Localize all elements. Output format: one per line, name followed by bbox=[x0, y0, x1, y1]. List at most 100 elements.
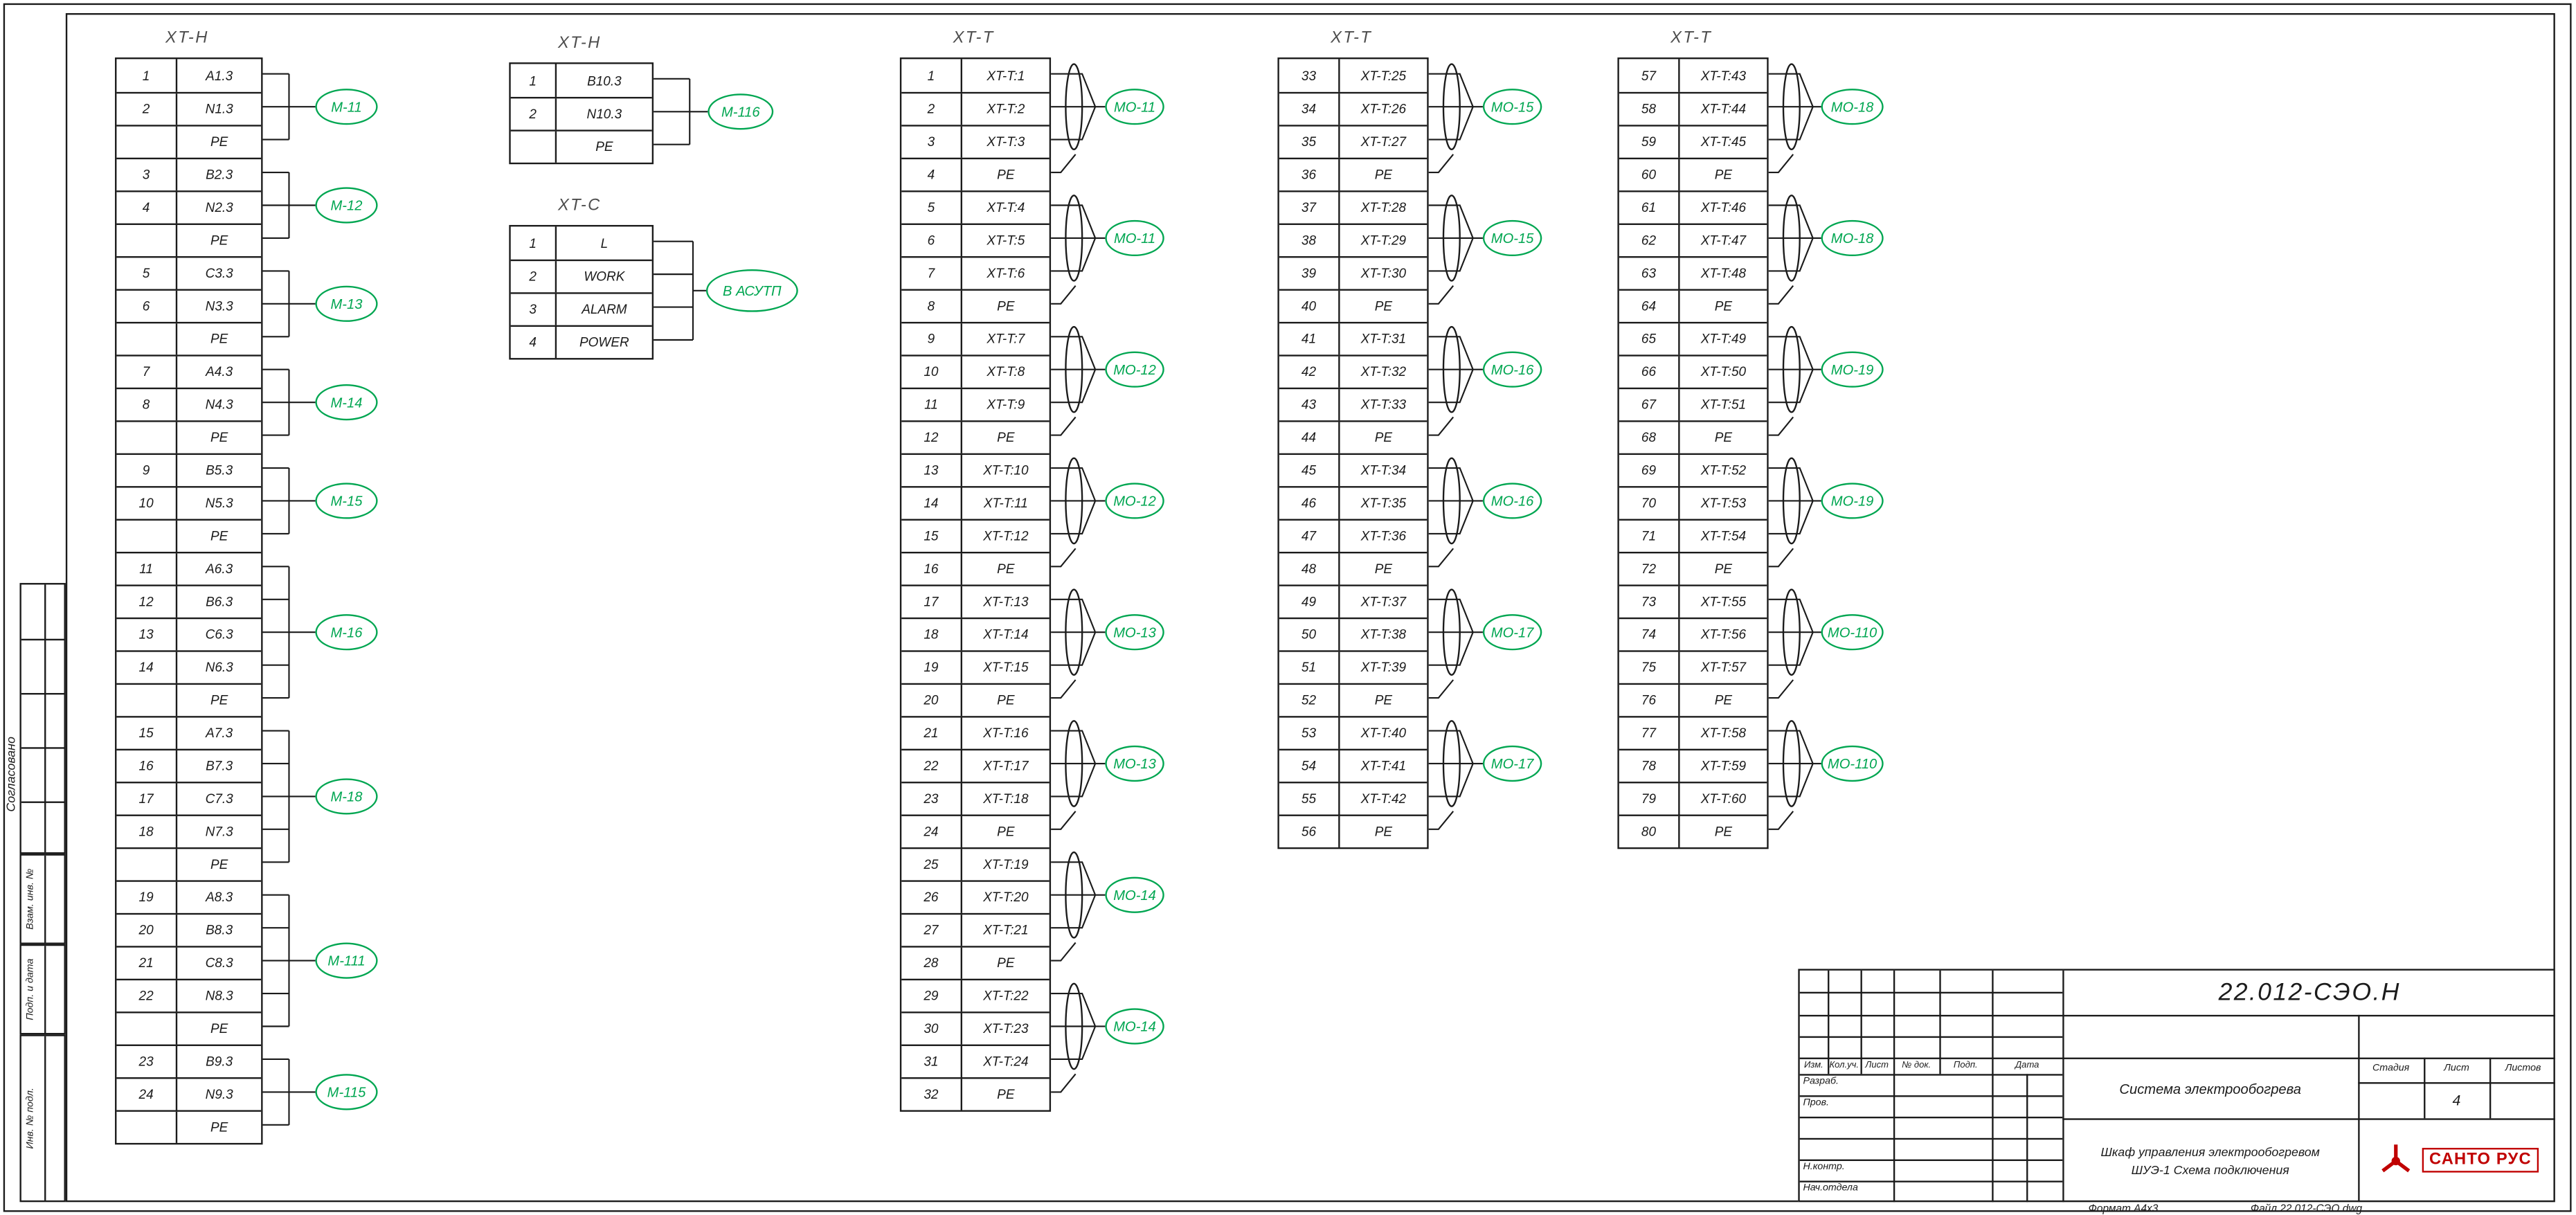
wire bbox=[1051, 1026, 1097, 1061]
terminal-label: XT-T:11 bbox=[983, 496, 1028, 511]
terminal-row: PE bbox=[116, 1110, 262, 1143]
role-nkontr: Н.контр. bbox=[1803, 1162, 1845, 1173]
terminal-label: C6.3 bbox=[205, 627, 233, 642]
device-tag: МО-16 bbox=[1482, 351, 1542, 388]
terminal-number: 2 bbox=[116, 93, 178, 125]
terminal-block-title: XT-T bbox=[1331, 29, 1373, 48]
wire bbox=[1051, 154, 1077, 174]
wire bbox=[1428, 548, 1454, 568]
terminal-label: C3.3 bbox=[205, 266, 233, 281]
terminal-label: XT-T:26 bbox=[1360, 102, 1407, 117]
wire bbox=[1768, 237, 1814, 272]
wire bbox=[1768, 336, 1814, 370]
col-ndok: № док. bbox=[1902, 1061, 1931, 1071]
terminal-label: B10.3 bbox=[587, 73, 622, 88]
cable-marker bbox=[1442, 588, 1461, 676]
terminal-label: PE bbox=[1374, 430, 1393, 445]
terminal-label: N3.3 bbox=[205, 298, 233, 314]
terminal-label: PE bbox=[210, 692, 228, 708]
wire bbox=[1051, 501, 1097, 534]
terminal-number: 39 bbox=[1279, 258, 1340, 289]
terminal-number: 54 bbox=[1279, 750, 1340, 782]
device-tag: М-115 bbox=[315, 1074, 378, 1110]
terminal-number: 61 bbox=[1619, 192, 1680, 224]
terminal-row: 4 POWER bbox=[510, 325, 652, 359]
device-tag: М-18 bbox=[315, 778, 378, 815]
terminal-label: XT-T:45 bbox=[1700, 134, 1747, 150]
format-note: Формат А4х3 bbox=[2088, 1203, 2159, 1215]
terminal-number: 4 bbox=[511, 327, 557, 359]
terminal-label: XT-T:4 bbox=[987, 200, 1025, 215]
device-tag: М-12 bbox=[315, 187, 378, 224]
wire bbox=[1768, 763, 1814, 798]
wire bbox=[1051, 369, 1097, 404]
wire bbox=[1768, 416, 1794, 436]
terminal-number: 15 bbox=[901, 520, 962, 552]
terminal-number: 27 bbox=[901, 915, 962, 946]
terminal-label: XT-T:18 bbox=[983, 791, 1029, 807]
terminal-number: 2 bbox=[511, 261, 557, 293]
wire bbox=[1428, 154, 1454, 174]
terminal-label: N5.3 bbox=[205, 496, 233, 511]
wire bbox=[1428, 501, 1474, 534]
wire bbox=[1768, 548, 1794, 568]
cable-marker bbox=[1782, 195, 1801, 282]
terminal-number: 16 bbox=[901, 553, 962, 585]
wire bbox=[1051, 861, 1097, 896]
terminal-label: A1.3 bbox=[206, 68, 233, 83]
terminal-label: POWER bbox=[579, 334, 629, 350]
terminal-number: 7 bbox=[116, 356, 178, 388]
terminal-label: XT-T:1 bbox=[987, 68, 1025, 83]
terminal-number: 23 bbox=[116, 1045, 178, 1078]
terminal-number: 25 bbox=[901, 849, 962, 881]
terminal-block-title: XT-T bbox=[953, 29, 995, 48]
wire bbox=[1768, 811, 1794, 830]
terminal-row: 25 XT-T:19 bbox=[901, 847, 1050, 881]
device-tag: МО-13 bbox=[1105, 745, 1164, 782]
terminal-label: XT-T:48 bbox=[1700, 266, 1747, 281]
terminal-label: PE bbox=[1374, 167, 1393, 183]
cable-marker bbox=[1782, 325, 1801, 413]
terminal-row: PE bbox=[116, 223, 262, 257]
terminal-number: 59 bbox=[1619, 126, 1680, 158]
terminal-label: XT-T:24 bbox=[983, 1054, 1029, 1070]
device-tag: МО-19 bbox=[1821, 483, 1884, 519]
wire bbox=[1428, 631, 1474, 666]
sheet-title: Шкаф управления электрообогревом ШУЭ-1 С… bbox=[2062, 1118, 2358, 1202]
wire bbox=[1768, 501, 1814, 534]
terminal-number: 35 bbox=[1279, 126, 1340, 158]
terminal-label: PE bbox=[1714, 692, 1733, 708]
terminal-number bbox=[116, 520, 178, 552]
device-tag: М-16 bbox=[315, 614, 378, 651]
terminal-label: XT-T:37 bbox=[1360, 594, 1407, 610]
terminal-number: 12 bbox=[901, 422, 962, 453]
stage-label: Стадия bbox=[2372, 1064, 2410, 1074]
wire bbox=[1428, 679, 1454, 699]
terminal-number: 17 bbox=[901, 586, 962, 618]
terminal-number: 12 bbox=[116, 586, 178, 618]
approved-label: Согласовано bbox=[3, 737, 19, 812]
terminal-label: XT-T:52 bbox=[1700, 462, 1747, 478]
terminal-label: XT-T:19 bbox=[983, 857, 1029, 872]
terminal-number: 18 bbox=[116, 816, 178, 847]
col-izm: Изм. bbox=[1803, 1061, 1823, 1071]
device-tag: МО-15 bbox=[1482, 89, 1542, 125]
terminal-label: PE bbox=[210, 430, 228, 445]
terminal-number: 28 bbox=[901, 947, 962, 979]
terminal-label: PE bbox=[1374, 298, 1393, 314]
device-tag: МО-16 bbox=[1482, 483, 1542, 519]
terminal-number: 9 bbox=[901, 323, 962, 355]
